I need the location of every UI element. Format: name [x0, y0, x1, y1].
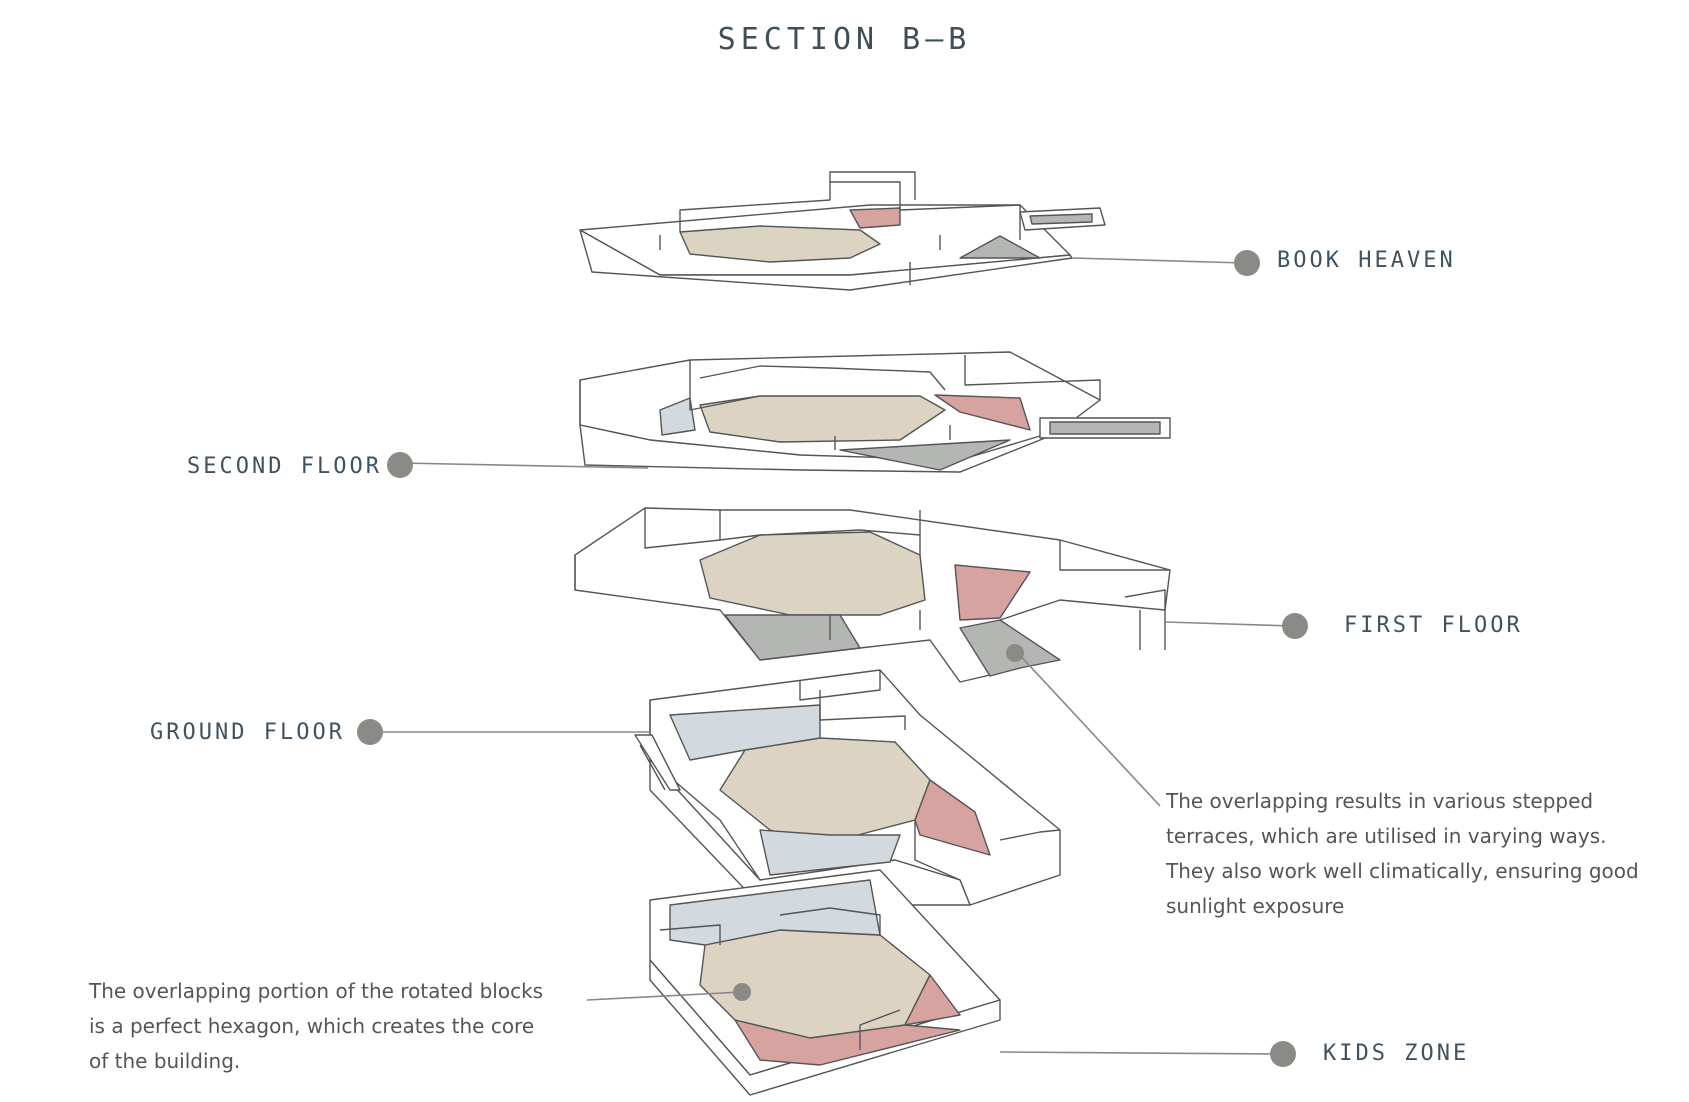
second-floor-marker: [387, 452, 413, 478]
kids-zone-marker: [1270, 1041, 1296, 1067]
book-heaven-label: BOOK HEAVEN: [1277, 248, 1456, 273]
terraces-note-line: sunlight exposure: [1166, 894, 1345, 918]
terraces-note-line: They also work well climatically, ensuri…: [1166, 859, 1639, 883]
terraces-note-line: terraces, which are utilised in varying …: [1166, 824, 1607, 848]
hexagon-marker: [733, 983, 751, 1001]
second-floor-level: [579, 351, 1171, 473]
book-heaven-level: [579, 171, 1106, 291]
first-floor-marker: [1282, 613, 1308, 639]
markers: [357, 250, 1308, 1067]
first-floor-level: [574, 507, 1171, 683]
hexagon-note-line: is a perfect hexagon, which creates the …: [89, 1014, 535, 1038]
second-floor-label: SECOND FLOOR: [187, 454, 382, 479]
leader-lines: [370, 257, 1294, 1055]
kids-zone-label: KIDS ZONE: [1323, 1041, 1470, 1066]
ground-floor-level: [634, 669, 1061, 906]
hexagon-note: The overlapping portion of the rotated b…: [89, 974, 543, 1079]
ground-floor-marker: [357, 719, 383, 745]
ground-floor-label: GROUND FLOOR: [150, 720, 345, 745]
page-title: SECTION B—B: [717, 22, 972, 57]
kids-zone-level: [649, 869, 1001, 1096]
book-heaven-marker: [1234, 250, 1260, 276]
terrace-marker: [1006, 644, 1024, 662]
hexagon-note-line: The overlapping portion of the rotated b…: [89, 979, 544, 1003]
terraces-note-line: The overlapping results in various stepp…: [1166, 789, 1594, 813]
hexagon-note-line: of the building.: [89, 1049, 241, 1073]
first-floor-label: FIRST FLOOR: [1344, 613, 1523, 638]
terraces-note: The overlapping results in various stepp…: [1166, 784, 1639, 924]
